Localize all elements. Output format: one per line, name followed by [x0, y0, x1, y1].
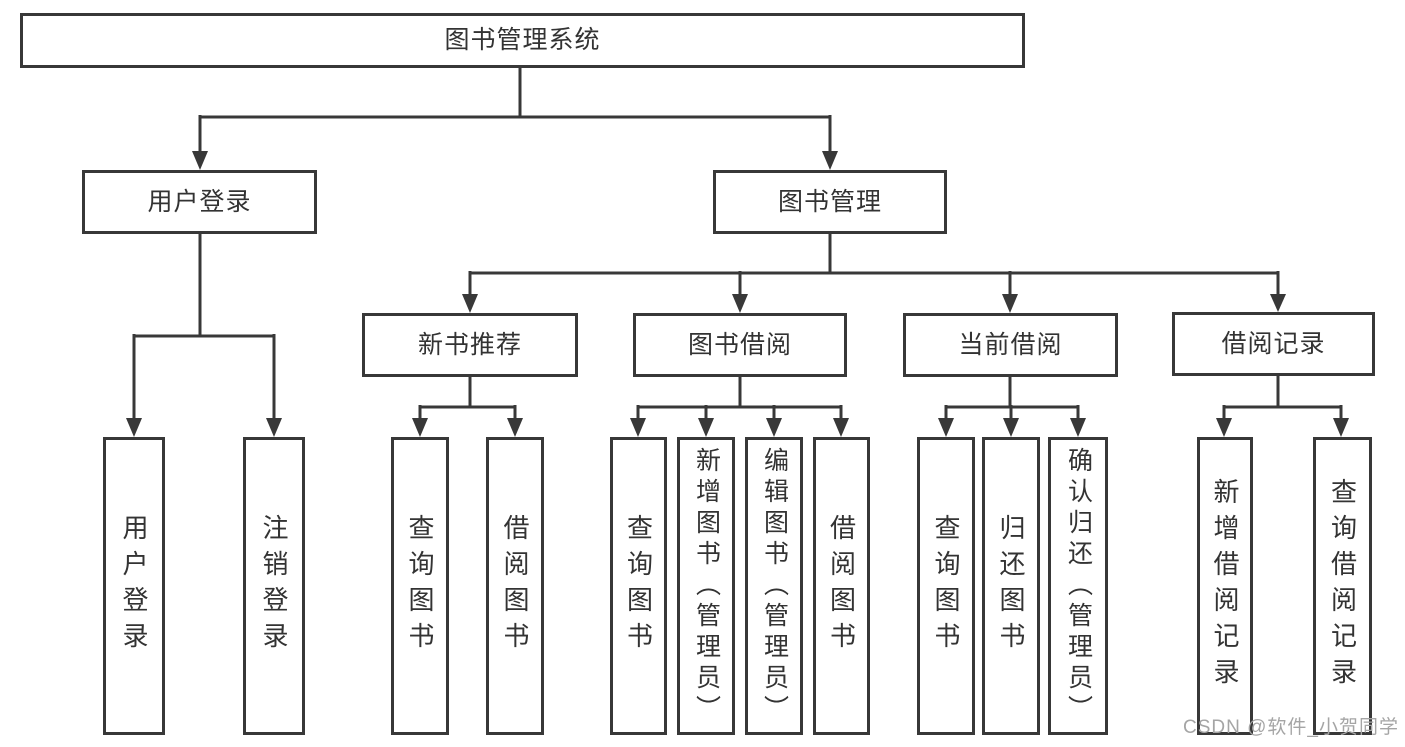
leaf-query-books-recommend: 查询图书: [391, 437, 449, 735]
connector-user-login: [132, 233, 276, 423]
leaf-add-borrow-record: 新增借阅记录: [1197, 437, 1253, 735]
leaf-borrow-books-recommend: 借阅图书: [486, 437, 544, 735]
node-book-borrowing: 图书借阅: [633, 313, 847, 377]
leaf-add-book-admin: 新增图书（管理员）: [677, 437, 735, 735]
csdn-watermark: CSDN @软件_小贺同学: [1183, 717, 1399, 738]
leaf-edit-book-admin: 编辑图书（管理员）: [745, 437, 803, 735]
connector-current-borrowing: [944, 377, 1080, 423]
node-book-management: 图书管理: [713, 170, 947, 234]
node-new-book-recommend: 新书推荐: [362, 313, 578, 377]
connector-root: [198, 68, 832, 155]
node-user-login: 用户登录: [82, 170, 317, 234]
node-borrowing-records: 借阅记录: [1172, 312, 1375, 376]
leaf-user-login: 用户登录: [103, 437, 165, 735]
leaf-confirm-return-admin: 确认归还（管理员）: [1048, 437, 1108, 735]
leaf-borrow-books: 借阅图书: [813, 437, 870, 735]
node-library-system: 图书管理系统: [20, 13, 1025, 68]
arrowheads: [126, 151, 1349, 437]
leaf-query-books-borrowing: 查询图书: [610, 437, 667, 735]
node-current-borrowing: 当前借阅: [903, 313, 1118, 377]
connector-new-book-recommend: [418, 377, 517, 423]
connector-borrowing-records: [1222, 375, 1343, 423]
leaf-query-books-current: 查询图书: [917, 437, 975, 735]
leaf-logout-login: 注销登录: [243, 437, 305, 735]
connector-book-borrowing: [636, 377, 843, 423]
leaf-query-borrow-record: 查询借阅记录: [1313, 437, 1372, 735]
connector-book-management: [468, 234, 1280, 299]
leaf-return-book: 归还图书: [982, 437, 1040, 735]
